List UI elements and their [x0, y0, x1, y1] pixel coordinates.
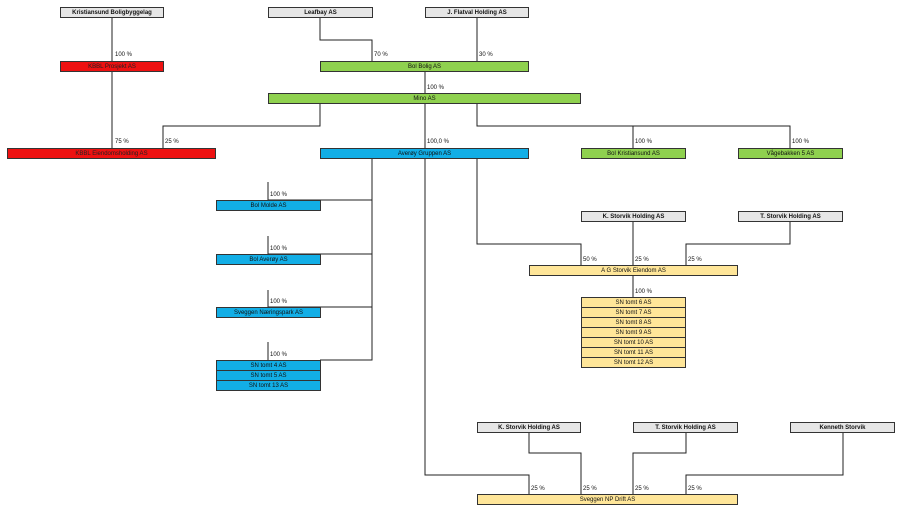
entity-k-storvik-holding-2: K. Storvik Holding AS — [477, 422, 581, 433]
pct-label: 25 % — [688, 486, 702, 492]
pct-label: 100 % — [115, 52, 133, 58]
entity-kbbl-prosjekt: KBBL Prosjekt AS — [60, 61, 164, 72]
entity-sn-tomt: SN tomt 6 AS — [581, 297, 686, 308]
line-mino-subs — [476, 104, 791, 148]
entity-vagebakken: Vågebakken 5 AS — [738, 148, 843, 159]
pct-label: 100 % — [270, 246, 288, 252]
entity-ag-storvik-eiendom: A G Storvik Eiendom AS — [529, 265, 738, 276]
pct-label: 100 % — [270, 352, 288, 358]
line-averoy-np — [424, 158, 530, 494]
line-leafbay-bolbolig — [319, 18, 373, 61]
entity-sn-tomt: SN tomt 11 AS — [581, 348, 686, 358]
line-mino-eiendom — [162, 104, 321, 148]
pct-label: 25 % — [688, 257, 702, 263]
pct-label: 100,0 % — [427, 139, 450, 145]
entity-k-storvik-holding: K. Storvik Holding AS — [581, 211, 686, 222]
pct-label: 70 % — [374, 52, 388, 58]
entity-mino: Mino AS — [268, 93, 581, 104]
entity-sveggen-np-drift: Sveggen NP Drift AS — [477, 494, 738, 505]
entity-sn-tomt: SN tomt 9 AS — [581, 328, 686, 338]
entity-sn-tomt: SN tomt 13 AS — [216, 381, 321, 391]
line-tstorvik2-np — [632, 432, 687, 494]
pct-label: 30 % — [479, 52, 493, 58]
line-tstorvik-ag — [685, 222, 791, 265]
entity-bol-bolig: Bol Bolig AS — [320, 61, 529, 72]
entity-averoy-gruppen: Averøy Gruppen AS — [320, 148, 529, 159]
entity-kristiansund-boligbyggelag: Kristiansund Boligbyggelag — [60, 7, 164, 18]
entity-leafbay: Leafbay AS — [268, 7, 373, 18]
entity-sn-tomt: SN tomt 10 AS — [581, 338, 686, 348]
pct-label: 100 % — [792, 139, 810, 145]
entity-sn-tomt: SN tomt 4 AS — [216, 360, 321, 371]
entity-t-storvik-holding-2: T. Storvik Holding AS — [633, 422, 738, 433]
pct-label: 25 % — [165, 139, 179, 145]
entity-sn-tomt: SN tomt 7 AS — [581, 308, 686, 318]
pct-label: 25 % — [583, 486, 597, 492]
entity-t-storvik-holding: T. Storvik Holding AS — [738, 211, 843, 222]
sn-tomt-group-a: SN tomt 4 AS SN tomt 5 AS SN tomt 13 AS — [216, 360, 321, 391]
entity-bol-averoy: Bol Averøy AS — [216, 254, 321, 265]
entity-sn-tomt: SN tomt 5 AS — [216, 371, 321, 381]
entity-sn-tomt: SN tomt 8 AS — [581, 318, 686, 328]
pct-label: 25 % — [635, 486, 649, 492]
entity-j-flatval-holding: J. Flatval Holding AS — [425, 7, 529, 18]
sn-tomt-group-b: SN tomt 6 AS SN tomt 7 AS SN tomt 8 AS S… — [581, 297, 686, 368]
entity-sn-tomt: SN tomt 12 AS — [581, 358, 686, 368]
entity-bol-kristiansund: Bol Kristiansund AS — [581, 148, 686, 159]
line-kenneth-np — [685, 432, 844, 494]
pct-label: 50 % — [583, 257, 597, 263]
pct-label: 25 % — [531, 486, 545, 492]
pct-label: 25 % — [635, 257, 649, 263]
entity-kbbl-eiendomsholding: KBBL Eiendomsholding AS — [7, 148, 216, 159]
pct-label: 100 % — [427, 85, 445, 91]
entity-bol-molde: Bol Molde AS — [216, 200, 321, 211]
line-averoy-ag — [476, 158, 582, 265]
entity-kenneth-storvik: Kenneth Storvik — [790, 422, 895, 433]
pct-label: 100 % — [270, 192, 288, 198]
line-kstorvik2-np — [528, 432, 582, 494]
pct-label: 100 % — [635, 139, 653, 145]
pct-label: 100 % — [635, 289, 653, 295]
entity-sveggen-naeringspark: Sveggen Næringspark AS — [216, 307, 321, 318]
pct-label: 75 % — [115, 139, 129, 145]
pct-label: 100 % — [270, 299, 288, 305]
